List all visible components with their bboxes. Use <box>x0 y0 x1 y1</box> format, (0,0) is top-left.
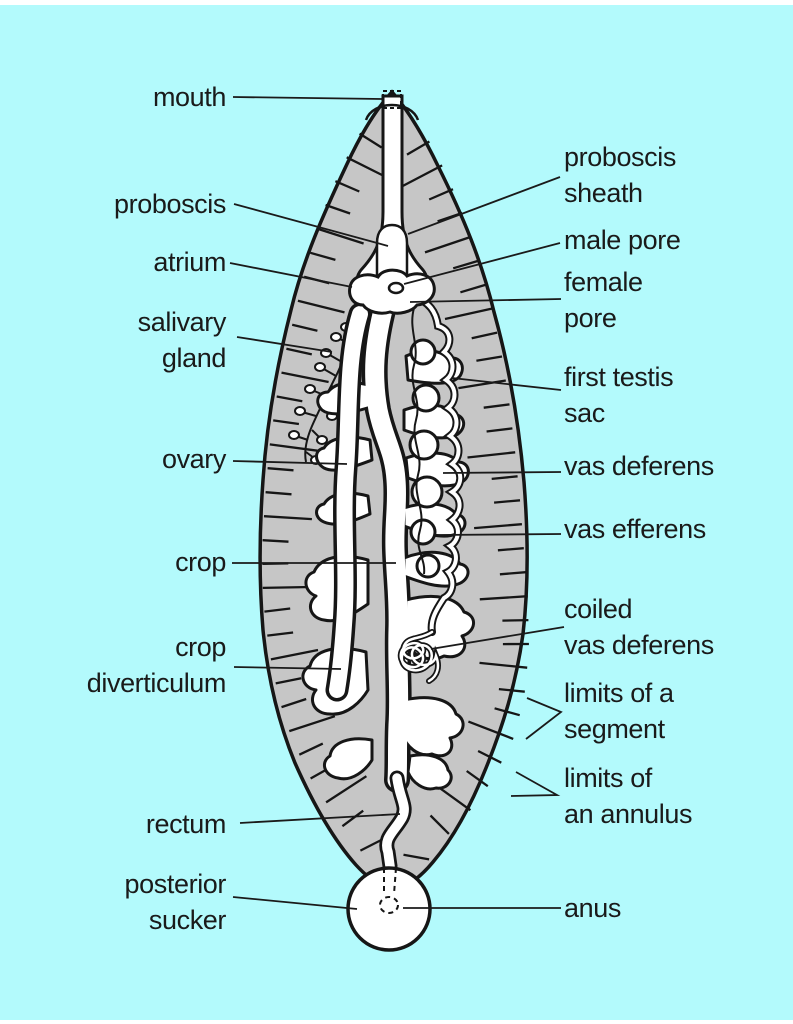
label-female-pore: female pore <box>564 267 643 333</box>
crop <box>365 296 409 790</box>
leader-vas-deferens <box>442 471 562 474</box>
coiled-vas-deferens <box>397 629 441 684</box>
leader-lines <box>229 96 565 910</box>
label-proboscis-sheath: proboscis sheath <box>564 142 676 208</box>
leader-female-pore <box>409 298 562 303</box>
posterior-sucker <box>346 866 432 952</box>
leader-posterior-sucker <box>232 896 358 910</box>
leader-coiled-vas-deferens <box>430 626 565 650</box>
leader-limits-of-a-segment <box>525 697 563 740</box>
anus <box>379 867 399 914</box>
leader-salivary-gland <box>236 336 333 353</box>
label-anus: anus <box>564 893 621 923</box>
label-vas-deferens: vas deferens <box>564 451 714 481</box>
annulus-tick-marks <box>262 132 529 861</box>
label-salivary-gland: salivary gland <box>137 307 227 373</box>
leader-male-pore <box>403 242 561 285</box>
male-pore <box>387 281 405 295</box>
bottom-margin <box>0 1020 793 1024</box>
mouth-cavity-arc <box>364 103 420 121</box>
leader-crop-diverticulum <box>233 666 342 670</box>
leader-vas-efferens <box>436 533 562 536</box>
leader-rectum <box>239 813 401 824</box>
leader-proboscis-sheath <box>407 176 561 235</box>
leader-limits-of-an-annulus <box>510 771 561 797</box>
label-limits-of-an-annulus: limits of an annulus <box>564 763 693 829</box>
rectum <box>379 770 412 874</box>
top-margin <box>0 0 793 5</box>
vas-efferens <box>411 307 426 575</box>
leader-proboscis <box>233 203 389 247</box>
label-crop-diverticulum: crop diverticulum <box>86 632 227 698</box>
leader-ovary <box>232 460 348 465</box>
leader-mouth <box>232 96 385 100</box>
label-male-pore: male pore <box>564 225 681 255</box>
label-atrium: atrium <box>153 247 226 277</box>
mouth-opening <box>382 90 402 109</box>
label-limits-of-a-segment: limits of a segment <box>564 678 674 744</box>
label-coiled-vas-deferens: coiled vas deferens <box>564 594 714 660</box>
leader-atrium <box>229 262 353 288</box>
label-posterior-sucker: posterior sucker <box>124 869 227 935</box>
label-rectum: rectum <box>145 809 227 839</box>
label-crop: crop <box>175 547 226 577</box>
label-proboscis: proboscis <box>114 189 226 219</box>
label-ovary: ovary <box>161 444 226 474</box>
ovary <box>325 302 372 702</box>
label-vas-efferens: vas efferens <box>564 514 706 544</box>
label-first-testis-sac: first testis sac <box>564 362 674 428</box>
vas-deferens <box>408 292 465 636</box>
label-mouth: mouth <box>152 82 226 112</box>
leader-first-testis-sac <box>451 377 562 391</box>
first-testis-sac <box>409 338 437 366</box>
